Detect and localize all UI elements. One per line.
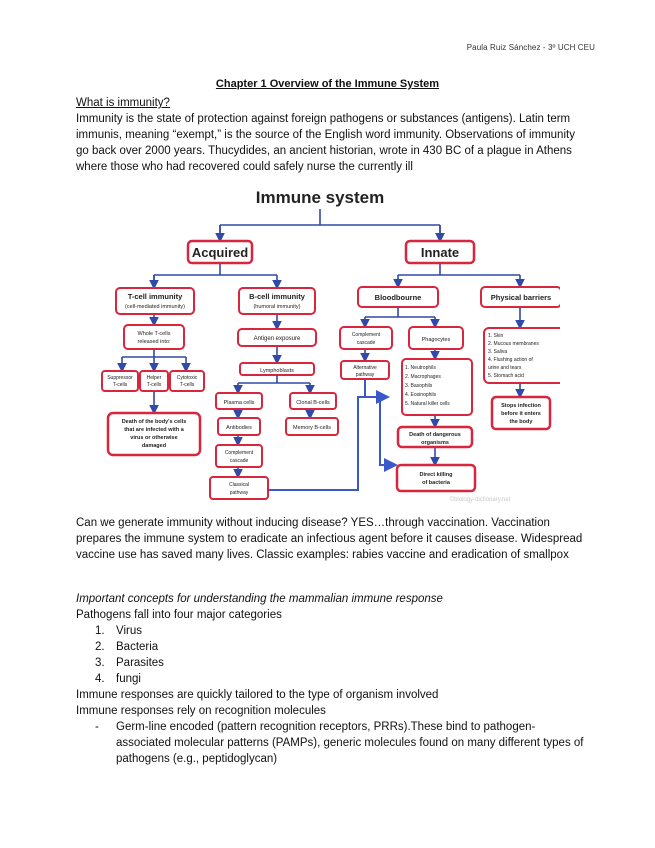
helper-2: T-cells	[147, 382, 162, 388]
watermark: ©biology-dictionary.net	[450, 496, 511, 503]
section-heading: What is immunity?	[76, 97, 170, 109]
chapter-title: Chapter 1 Overview of the Immune System	[215, 78, 440, 90]
clonal-bcells: Clonal B-cells	[296, 400, 330, 406]
death-cells-2: that are infected with a	[124, 427, 185, 433]
phago-item: 1. Neutrophils	[405, 365, 436, 371]
barrier-item: 5. Stomach acid	[488, 373, 524, 379]
section-concepts: Important concepts for understanding the…	[76, 591, 586, 767]
diagram-title: Immune system	[256, 188, 385, 207]
complement-c-2: cascade	[357, 340, 376, 346]
bullet-list: -Germ-line encoded (pattern recognition …	[76, 719, 586, 767]
barrier-item: 2. Mucous membranes	[488, 341, 539, 347]
tcell-subtitle: (cell-mediated immunity)	[125, 304, 185, 310]
bloodbourne-label: Bloodbourne	[375, 293, 422, 302]
stops-1: Stops infection	[501, 403, 541, 409]
direct-killing-2: of bacteria	[422, 480, 451, 486]
classical-2: pathway	[230, 490, 249, 496]
lymphoblasts: Lymphoblasts	[260, 368, 294, 374]
barrier-item: 4. Flushing action of	[488, 357, 533, 363]
immune-system-diagram: Immune system Acquired Innate T-cell imm…	[101, 188, 560, 503]
list-item: 2.Bacteria	[95, 641, 159, 653]
death-cells-1: Death of the body's cells	[122, 419, 187, 425]
list-item: 3.Parasites	[95, 657, 164, 669]
complement-b-2: cascade	[230, 458, 249, 464]
list-item: -Germ-line encoded (pattern recognition …	[95, 721, 584, 765]
author-header: Paula Ruiz Sánchez - 3º UCH CEU	[466, 43, 595, 52]
bcell-title: B-cell immunity	[249, 292, 306, 301]
complement-b-1: Complement	[225, 450, 254, 456]
paragraph: Immunity is the state of protection agai…	[76, 113, 575, 173]
phago-item: 5. Natural killer cells	[405, 401, 450, 407]
text-line: Immune responses are quickly tailored to…	[76, 689, 439, 701]
cytotoxic-1: Cytotoxic	[177, 375, 198, 381]
bcell-subtitle: (humoral immunity)	[253, 304, 300, 310]
intro-line: Pathogens fall into four major categorie…	[76, 609, 282, 621]
physical-barriers-label: Physical barriers	[491, 293, 551, 302]
text-line: Immune responses rely on recognition mol…	[76, 705, 326, 717]
acquired-label: Acquired	[192, 245, 248, 260]
section-immunity: What is immunity? Immunity is the state …	[76, 95, 586, 175]
barrier-item: 1. Skin	[488, 333, 504, 339]
classical-1: Classical	[229, 482, 249, 488]
stops-2: before it enters	[501, 411, 541, 417]
cytotoxic-2: T-cells	[180, 382, 195, 388]
complement-c-1: Complement	[352, 332, 381, 338]
alternative-2: pathway	[356, 372, 375, 378]
suppressor-2: T-cells	[113, 382, 128, 388]
stops-3: the body	[510, 419, 534, 425]
death-dangerous-2: organisms	[421, 440, 449, 446]
antigen-exposure: Antigen exposure	[254, 336, 301, 342]
pathogen-list: 1.Virus 2.Bacteria 3.Parasites 4.fungi	[76, 623, 586, 687]
alternative-1: Alternative	[353, 365, 377, 371]
section-vaccination: Can we generate immunity without inducin…	[76, 515, 586, 563]
section-heading: Important concepts for understanding the…	[76, 593, 443, 605]
barrier-item: urine and tears	[488, 365, 522, 371]
death-cells-4: damaged	[142, 443, 166, 449]
memory-bcells: Memory B-cells	[293, 425, 331, 431]
plasma-cells: Plasma cells	[224, 400, 255, 406]
antibodies: Antibodies	[226, 425, 252, 431]
innate-label: Innate	[421, 245, 459, 260]
direct-killing-1: Direct killing	[419, 472, 452, 478]
death-cells-3: virus or otherwise	[130, 435, 177, 441]
death-dangerous-1: Death of dangerous	[409, 432, 461, 438]
list-item: 1.Virus	[95, 625, 142, 637]
whole-tcells-2: released into:	[137, 339, 170, 345]
whole-tcells-1: Whole T-cells	[138, 331, 171, 337]
list-item: 4.fungi	[95, 673, 141, 685]
phago-item: 4. Eosinophils	[405, 392, 437, 398]
phago-item: 2. Macrophages	[405, 374, 441, 380]
tcell-title: T-cell immunity	[128, 292, 183, 301]
phago-item: 3. Basophils	[405, 383, 433, 389]
phagocytes: Phagocytes	[422, 337, 451, 343]
barrier-item: 3. Saliva	[488, 349, 507, 355]
helper-1: Helper	[147, 375, 162, 381]
paragraph: Can we generate immunity without inducin…	[76, 517, 583, 561]
suppressor-1: Suppressor	[107, 375, 133, 381]
